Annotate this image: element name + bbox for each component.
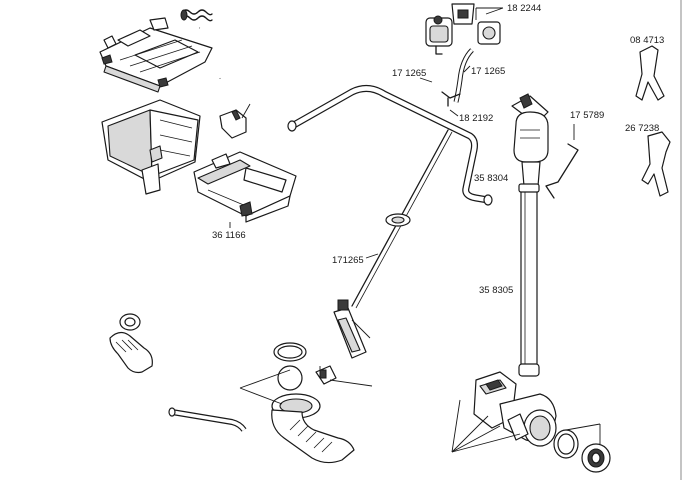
pump-seal-ring-inner bbox=[557, 433, 575, 455]
rod-part bbox=[545, 124, 579, 199]
sump-assembly bbox=[271, 393, 355, 464]
label-361166: 36 1166 bbox=[212, 230, 246, 241]
bracket-part-084713 bbox=[635, 45, 665, 101]
clip-bracket bbox=[219, 103, 251, 139]
bent-pressure-tube bbox=[287, 85, 493, 206]
leaders-pump bbox=[451, 399, 601, 453]
small-clip bbox=[315, 365, 337, 385]
long-drain-hose bbox=[518, 183, 540, 377]
clip-part-267238 bbox=[641, 131, 671, 197]
sump-hose bbox=[511, 93, 549, 187]
label-171265a: 17 1265 bbox=[392, 68, 426, 79]
label-171265b: 17 1265 bbox=[471, 66, 505, 77]
label-171265c: 171265 bbox=[332, 255, 364, 266]
spring-coil bbox=[180, 9, 213, 22]
leader-171265c bbox=[365, 253, 379, 259]
dispenser-hose bbox=[199, 26, 222, 79]
drawer-housing bbox=[101, 99, 201, 195]
label-358305: 35 8305 bbox=[479, 285, 513, 296]
label-084713: 08 4713 bbox=[630, 35, 664, 46]
pressure-switch-small bbox=[475, 7, 504, 45]
float-ball bbox=[277, 365, 303, 391]
lower-hose-pipe bbox=[168, 407, 247, 432]
thin-level-hose bbox=[351, 129, 453, 309]
label-267238: 26 7238 bbox=[625, 123, 659, 134]
label-175789: 17 5789 bbox=[570, 110, 604, 121]
leader-171265b bbox=[463, 65, 471, 73]
pressure-chamber bbox=[333, 299, 371, 359]
label-182244: 18 2244 bbox=[507, 3, 541, 14]
pump-filter bbox=[581, 443, 611, 473]
detergent-drawer bbox=[193, 151, 297, 223]
pressure-switch bbox=[425, 3, 475, 55]
leader-182192 bbox=[449, 109, 459, 117]
drain-pump bbox=[473, 371, 557, 447]
leaders-lower-left bbox=[239, 369, 373, 405]
elbow-hose bbox=[109, 313, 153, 374]
pressure-hose-small bbox=[453, 48, 474, 103]
label-182192: 18 2192 bbox=[459, 113, 493, 124]
dispenser-top-assembly bbox=[99, 17, 213, 93]
hose-connector bbox=[441, 91, 461, 107]
o-ring-inner bbox=[277, 345, 303, 359]
label-358304: 35 8304 bbox=[474, 173, 508, 184]
leader-171265a bbox=[419, 77, 433, 83]
